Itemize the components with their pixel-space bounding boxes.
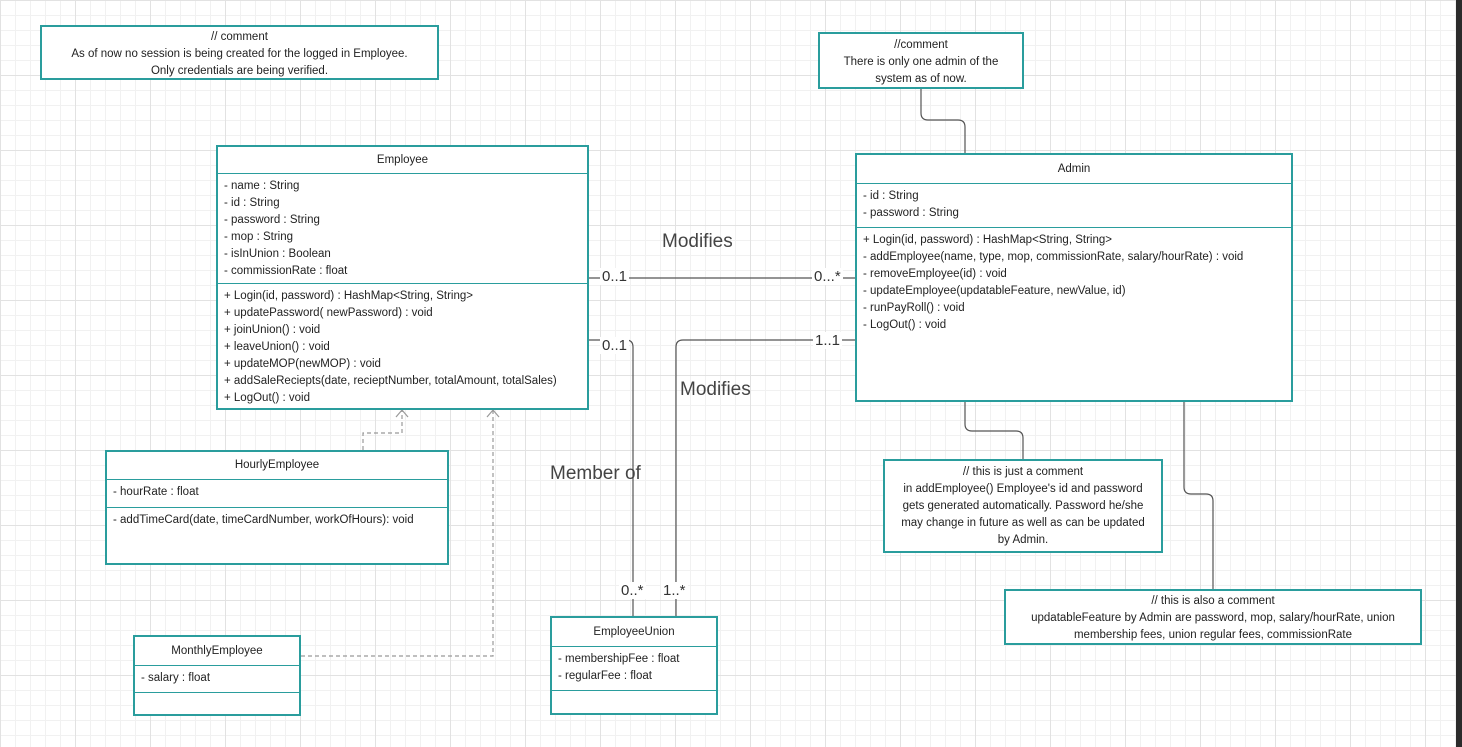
attribute: - password : String xyxy=(863,207,959,219)
attribute: - id : String xyxy=(863,190,919,202)
class-name: MonthlyEmployee xyxy=(135,637,299,666)
method: + leaveUnion() : void xyxy=(224,341,330,353)
attribute: - salary : float xyxy=(141,672,211,684)
note-line: may change in future as well as can be u… xyxy=(901,517,1145,529)
note-line: // comment xyxy=(211,31,268,43)
note-line: system as of now. xyxy=(875,73,967,85)
note-link-updatable-feature xyxy=(1183,402,1214,589)
method: + updateMOP(newMOP) : void xyxy=(224,358,381,370)
note-admin-only[interactable]: //comment There is only one admin of the… xyxy=(818,32,1024,89)
attribute: - password : String xyxy=(224,214,320,226)
class-methods xyxy=(552,691,716,698)
class-name: Employee xyxy=(218,147,587,174)
note-line: //comment xyxy=(894,39,948,51)
attribute: - isInUnion : Boolean xyxy=(224,248,331,260)
note-line: membership fees, union regular fees, com… xyxy=(1073,629,1353,641)
method: + LogOut() : void xyxy=(224,392,310,404)
class-name: EmployeeUnion xyxy=(552,618,716,647)
class-methods xyxy=(135,693,299,700)
note-line: As of now no session is being created fo… xyxy=(71,48,408,60)
method: + joinUnion() : void xyxy=(224,324,321,336)
class-hourly-employee[interactable]: HourlyEmployee - hourRate : float - addT… xyxy=(105,450,449,565)
window-edge xyxy=(1456,0,1462,747)
method: - removeEmployee(id) : void xyxy=(863,268,1007,280)
note-link-add-employee xyxy=(964,402,1024,459)
note-line: // this is just a comment xyxy=(962,466,1084,478)
mult-member-of-employee: 0..1 xyxy=(600,337,630,354)
note-line: // this is also a comment xyxy=(1151,595,1275,607)
class-attributes: - hourRate : float xyxy=(107,480,447,508)
inherit-monthly-arrow xyxy=(486,409,500,418)
class-admin[interactable]: Admin - id : String - password : String … xyxy=(855,153,1293,402)
mult-employee-admin-right: 0...* xyxy=(812,268,843,285)
note-line: updatableFeature by Admin are password, … xyxy=(1031,612,1395,624)
method: + addSaleReciepts(date, recieptNumber, t… xyxy=(224,375,557,387)
attribute: - mop : String xyxy=(224,231,294,243)
note-line: There is only one admin of the xyxy=(843,56,999,68)
note-line: gets generated automatically. Password h… xyxy=(902,500,1144,512)
class-employee-union[interactable]: EmployeeUnion - membershipFee : float - … xyxy=(550,616,718,715)
method: - LogOut() : void xyxy=(863,319,947,331)
class-name: HourlyEmployee xyxy=(107,452,447,480)
class-attributes: - name : String - id : String - password… xyxy=(218,174,587,284)
class-attributes: - salary : float xyxy=(135,666,299,693)
note-line: in addEmployee() Employee's id and passw… xyxy=(903,483,1143,495)
mult-employee-admin-left: 0..1 xyxy=(600,268,630,285)
relation-label-modifies-top: Modifies xyxy=(662,231,733,252)
class-name: Admin xyxy=(857,155,1291,184)
assoc-modifies-admin-union[interactable] xyxy=(675,339,855,616)
relation-label-modifies-union: Modifies xyxy=(680,379,751,400)
inherit-monthly xyxy=(301,411,494,657)
note-session[interactable]: // comment As of now no session is being… xyxy=(40,25,439,80)
attribute: - id : String xyxy=(224,197,280,209)
method: + updatePassword( newPassword) : void xyxy=(224,307,433,319)
class-monthly-employee[interactable]: MonthlyEmployee - salary : float xyxy=(133,635,301,716)
method: - runPayRoll() : void xyxy=(863,302,965,314)
class-attributes: - membershipFee : float - regularFee : f… xyxy=(552,647,716,691)
class-methods: - addTimeCard(date, timeCardNumber, work… xyxy=(107,508,447,532)
method: + Login(id, password) : HashMap<String, … xyxy=(224,290,473,302)
method: - addEmployee(name, type, mop, commissio… xyxy=(863,251,1244,263)
attribute: - commissionRate : float xyxy=(224,265,348,277)
method: + Login(id, password) : HashMap<String, … xyxy=(863,234,1112,246)
method: - addTimeCard(date, timeCardNumber, work… xyxy=(113,514,414,526)
note-link-admin-only xyxy=(920,89,966,153)
attribute: - hourRate : float xyxy=(113,486,199,498)
mult-admin-union-admin: 1..1 xyxy=(813,332,843,349)
class-methods: + Login(id, password) : HashMap<String, … xyxy=(857,228,1291,337)
relation-label-member-of: Member of xyxy=(550,463,641,484)
method: - updateEmployee(updatableFeature, newVa… xyxy=(863,285,1126,297)
class-attributes: - id : String - password : String xyxy=(857,184,1291,228)
attribute: - name : String xyxy=(224,180,300,192)
attribute: - membershipFee : float xyxy=(558,653,680,665)
class-employee[interactable]: Employee - name : String - id : String -… xyxy=(216,145,589,410)
mult-admin-union-union: 1..* xyxy=(661,582,688,599)
mult-member-of-union: 0..* xyxy=(619,582,646,599)
note-updatable-feature[interactable]: // this is also a comment updatableFeatu… xyxy=(1004,589,1422,645)
inherit-hourly-arrow xyxy=(395,409,409,418)
inherit-hourly xyxy=(362,411,403,450)
note-add-employee[interactable]: // this is just a comment in addEmployee… xyxy=(883,459,1163,553)
note-line: Only credentials are being verified. xyxy=(150,65,329,77)
attribute: - regularFee : float xyxy=(558,670,652,682)
note-line: by Admin. xyxy=(997,534,1049,546)
class-methods: + Login(id, password) : HashMap<String, … xyxy=(218,284,587,410)
